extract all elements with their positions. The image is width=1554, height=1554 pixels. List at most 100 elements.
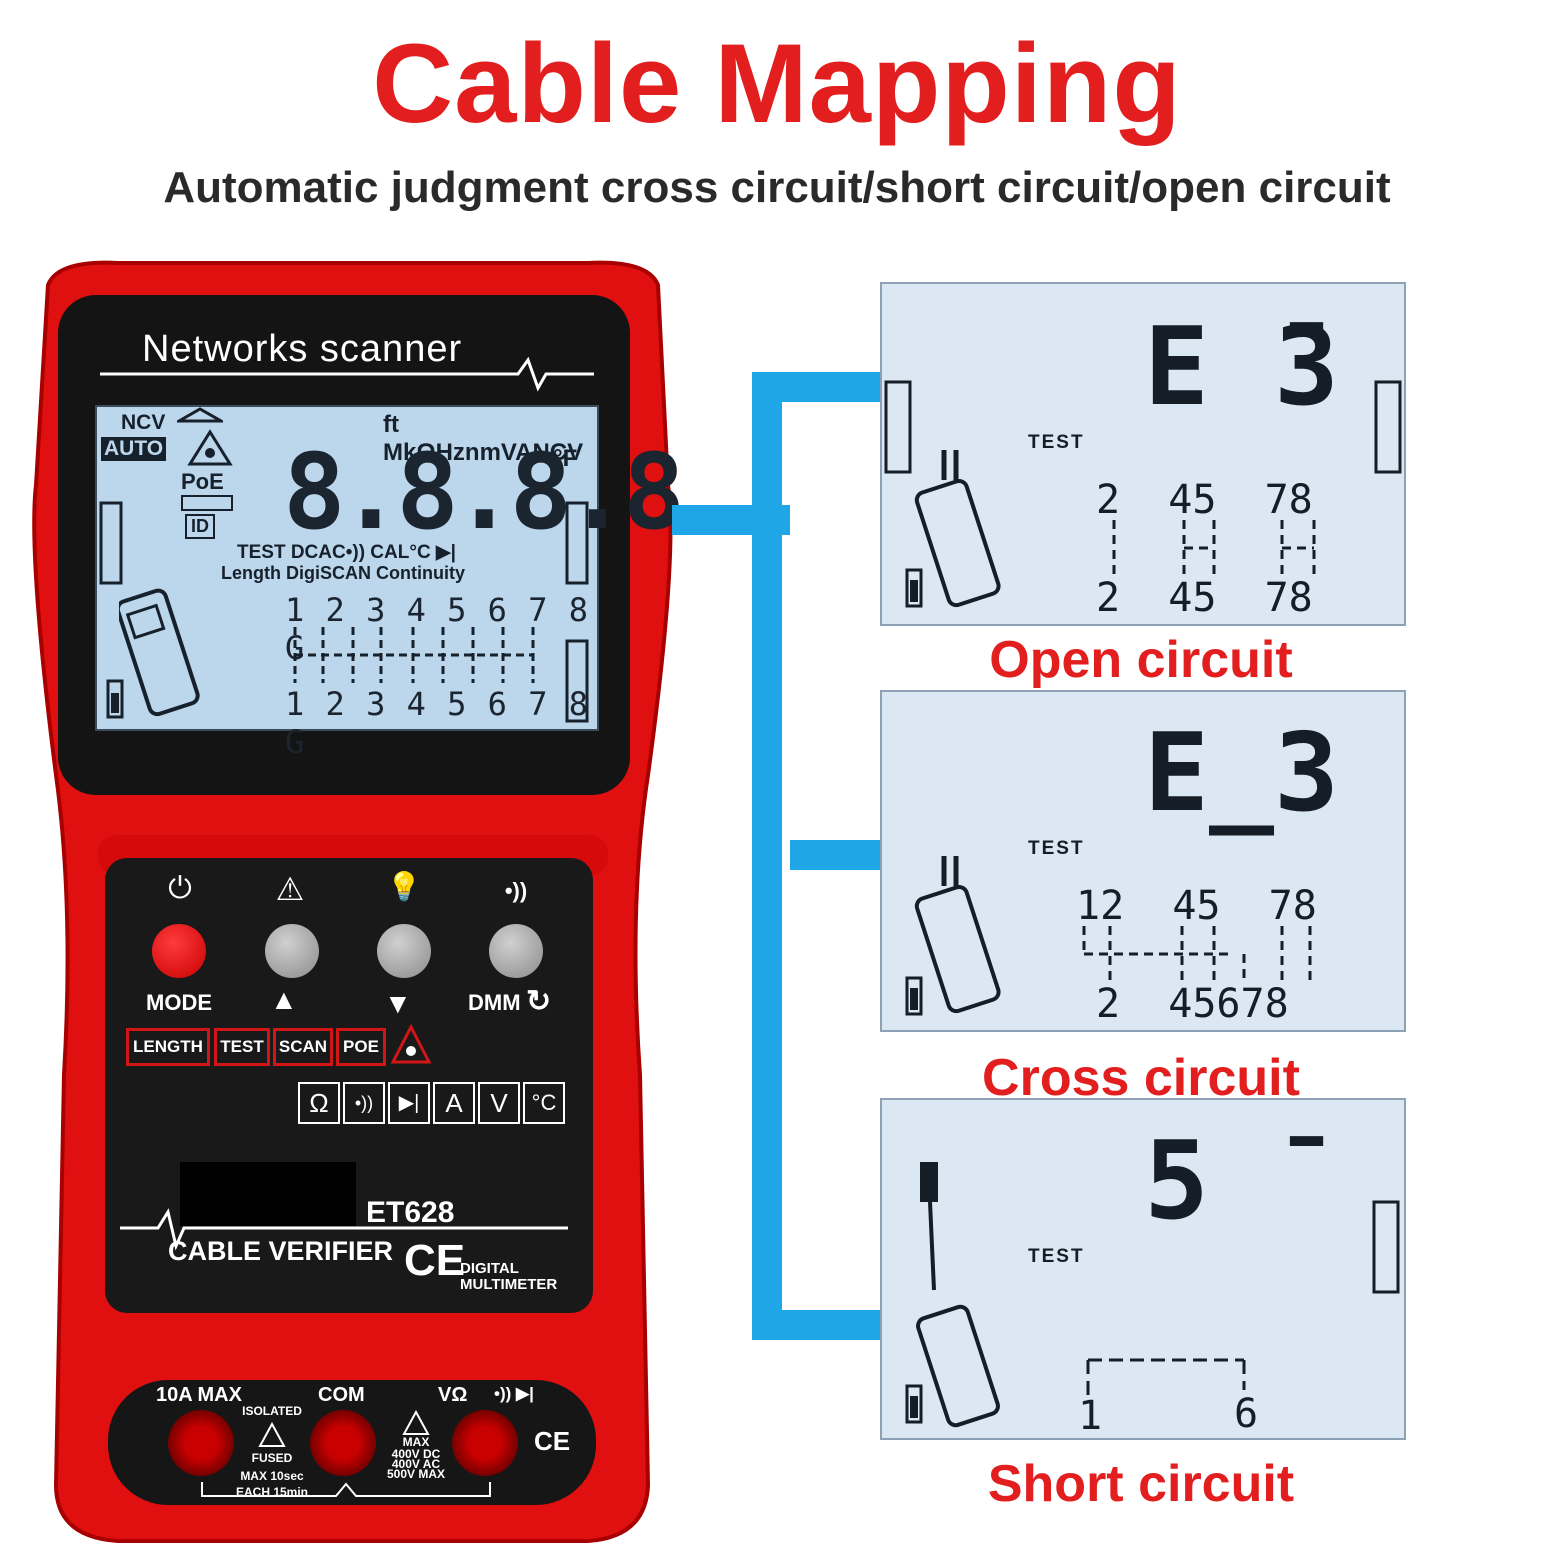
dmm-button[interactable]: [489, 924, 543, 978]
tester-unit-icon: [119, 588, 200, 717]
brand-block: [180, 1162, 356, 1226]
connector-trunk-outer: [752, 372, 782, 1340]
rj45-port-right-icon: [565, 501, 589, 585]
product-underline: [120, 1208, 568, 1251]
cross-pins-top: 12 45 78: [1076, 883, 1317, 929]
max-warning-icon: [402, 1410, 430, 1435]
warning-icon: [258, 1422, 286, 1447]
mode-poe: POE: [336, 1028, 386, 1066]
jack-vohm-icons: •)) ▶|: [494, 1384, 534, 1403]
diode-function-icon: ▶|: [388, 1082, 430, 1124]
cross-circuit-panel: E_3 TEST 12 45 78 2 45678: [880, 690, 1406, 1032]
short-port-right-icon: [1372, 1200, 1400, 1294]
short-battery-icon: [905, 1384, 923, 1424]
isolated-label: ISOLATED: [242, 1404, 302, 1418]
laser-warning-icon: [187, 429, 233, 466]
v400ac-label: 400V AC: [391, 1457, 441, 1471]
digital-label: DIGITAL: [460, 1260, 519, 1277]
lcd-id: ID: [185, 514, 215, 539]
cross-tester-icon: [914, 856, 1001, 1014]
mode-button[interactable]: [152, 924, 206, 978]
page-title: Cable Mapping: [372, 21, 1182, 146]
lcd-pins-top: 1 2 3 4 5 6 7 8 G: [285, 591, 589, 667]
lcd-ncv: NCV: [121, 411, 166, 434]
main-lcd: NCV AUTO PoE ID ft MkΩHznmVANCV 8.8.8.8 …: [95, 405, 685, 761]
open-battery-icon: [905, 568, 923, 608]
lcd-mode-row: TEST DCAC•)) CAL°C ▶|: [237, 542, 456, 563]
lcd-units: ft MkΩHznmVANCV: [383, 411, 584, 466]
cross-error-code: E_3: [1144, 711, 1340, 836]
lcd-auto: AUTO: [101, 437, 167, 461]
lcd-digits: 8.8.8.8: [283, 431, 685, 553]
battery-icon: [106, 679, 124, 719]
lcd-wire-map-graphic: [293, 627, 535, 683]
fused-label: FUSED: [251, 1451, 293, 1465]
short-circuit-panel: 5 ̄ TEST 1 6: [880, 1098, 1406, 1440]
jack-vohm-label: VΩ: [438, 1384, 468, 1406]
up-arrow-icon: ▲: [270, 984, 298, 1015]
screen-title: Networks scanner: [142, 328, 463, 370]
open-tester-icon: [914, 450, 1001, 608]
open-port-right-icon: [1374, 380, 1402, 474]
volt-function-icon: V: [478, 1082, 520, 1124]
lcd-func-row: Length DigiSCAN Continuity: [221, 563, 465, 583]
lcd-poe: PoE: [181, 469, 224, 494]
lcd-pins-bottom: 1 2 3 4 5 6 7 8 G: [285, 685, 589, 761]
short-pin-left: 1: [1078, 1393, 1103, 1439]
short-error-code: 5 ̄: [1144, 1119, 1275, 1244]
rj45-port-right-2-icon: [565, 639, 589, 723]
max-label: MAX: [402, 1435, 430, 1449]
ce-mark-icon: CE: [404, 1236, 466, 1285]
mode-length: LENGTH: [126, 1028, 210, 1066]
page-subtitle: Automatic judgment cross circuit/short c…: [163, 163, 1391, 212]
mode-scan: SCAN: [273, 1028, 333, 1066]
cross-test-label: TEST: [1028, 838, 1085, 859]
open-circuit-caption: Open circuit: [989, 631, 1293, 689]
open-pins-top: 2 45 78: [1096, 477, 1313, 523]
open-port-left-icon: [884, 380, 912, 474]
product-name: CABLE VERIFIER: [168, 1236, 394, 1266]
jack-com-label: COM: [318, 1384, 365, 1406]
jack-ce-mark-icon: CE: [534, 1426, 571, 1456]
dmm-label: DMM: [468, 990, 521, 1015]
mode-test: TEST: [214, 1028, 270, 1066]
power-icon: ⏻: [168, 872, 192, 905]
laser-warning-red-icon: [390, 1024, 432, 1064]
jack-com[interactable]: [310, 1410, 376, 1476]
v500max-label: 500V MAX: [386, 1467, 446, 1481]
short-tester-icon: [916, 1162, 1000, 1428]
open-test-label: TEST: [1028, 432, 1085, 453]
connector-open: [752, 372, 880, 402]
temp-function-icon: °C: [523, 1082, 565, 1124]
down-button[interactable]: [377, 924, 431, 978]
jack-vohm[interactable]: [452, 1410, 518, 1476]
cross-pins-bottom: 2 45678: [1096, 981, 1289, 1027]
up-button[interactable]: [265, 924, 319, 978]
down-arrow-icon: ▼: [384, 988, 412, 1019]
multimeter-label: MULTIMETER: [460, 1276, 558, 1293]
rj45-port-left-icon: [99, 501, 123, 585]
ncv-wave-icon: [177, 407, 223, 423]
open-wire-graphic: [1112, 520, 1316, 576]
lcd-deg-f: °F: [553, 445, 578, 472]
continuity-function-icon: •)): [343, 1082, 385, 1124]
max10-label: MAX 10sec: [240, 1469, 304, 1483]
open-error-code: E ̄3: [1144, 305, 1340, 430]
short-pin-right: 6: [1234, 1391, 1259, 1437]
jack-10a[interactable]: [168, 1410, 234, 1476]
short-test-label: TEST: [1028, 1246, 1085, 1267]
open-pins-bottom: 2 45 78: [1096, 575, 1313, 621]
cross-battery-icon: [905, 976, 923, 1016]
jack-10a-label: 10A MAX: [156, 1384, 242, 1406]
open-circuit-panel: E ̄3 TEST 2 45 78 2 45 78: [880, 282, 1406, 626]
amp-function-icon: A: [433, 1082, 475, 1124]
connector-cross: [790, 840, 880, 870]
cross-circuit-caption: Cross circuit: [982, 1049, 1300, 1107]
connector-short: [752, 1310, 880, 1340]
short-wire-graphic: [1086, 1358, 1246, 1396]
screen-title-underline: [100, 356, 594, 392]
ohm-function-icon: Ω: [298, 1082, 340, 1124]
cycle-icon: ↻: [526, 985, 552, 1018]
buzzer-icon: •)): [504, 878, 528, 903]
v400dc-label: 400V DC: [391, 1447, 441, 1461]
